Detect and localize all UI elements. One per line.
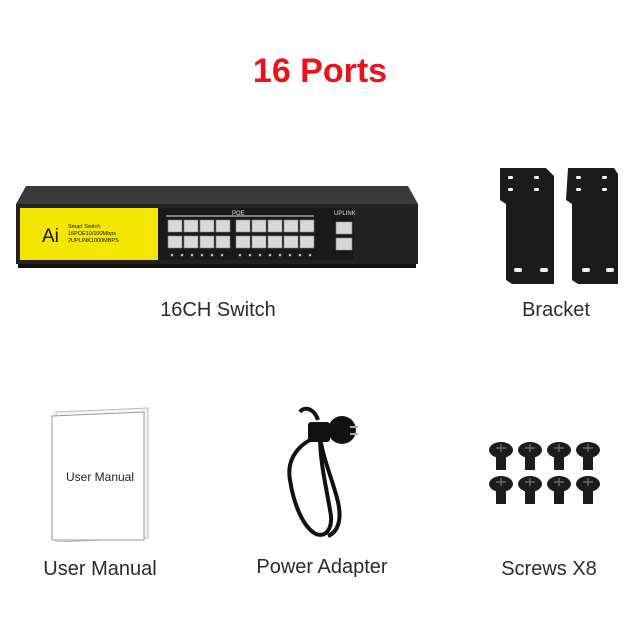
switch-uplink-label: UPLINK — [334, 211, 356, 217]
power-adapter-caption: Power Adapter — [256, 556, 388, 578]
bracket-caption: Bracket — [522, 299, 590, 321]
user-manual-cover-text: User Manual — [65, 470, 135, 484]
power-adapter-image — [280, 406, 360, 542]
switch-spec-line-3: 2UPLINK1000MBPS — [68, 238, 119, 244]
page-title: 16 Ports — [252, 52, 388, 90]
switch-spec-line-2: 16POE10/100Mbps — [68, 231, 117, 237]
switch-brand-logo: Ai — [42, 226, 59, 247]
user-manual-caption: User Manual — [43, 558, 157, 580]
switch-poe-label: POE — [232, 211, 245, 217]
bracket-image — [496, 164, 620, 288]
screws-image — [488, 438, 608, 510]
switch-spec-line-1: Smart Switch — [68, 224, 101, 230]
user-manual-image: User Manual — [50, 406, 152, 542]
switch-image: Ai Smart Switch 16POE10/100Mbps 2UPLINK1… — [16, 186, 418, 268]
screws-caption: Screws X8 — [501, 558, 597, 580]
switch-caption: 16CH Switch — [160, 299, 276, 321]
